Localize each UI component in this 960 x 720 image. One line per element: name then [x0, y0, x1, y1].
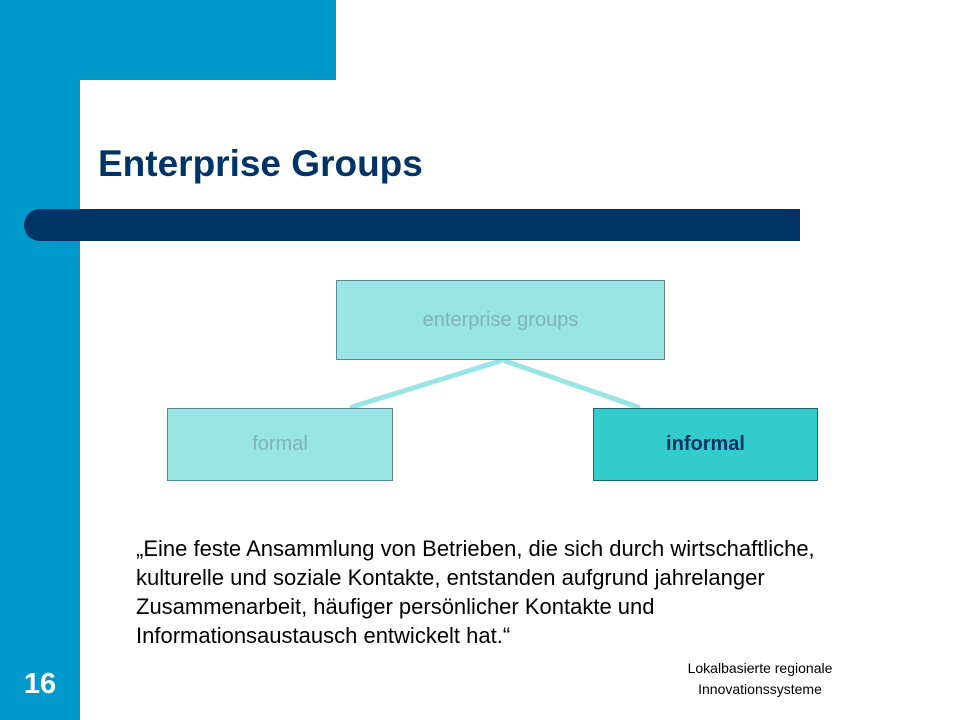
- definition-quote: „Eine feste Ansammlung von Betrieben, di…: [136, 536, 815, 648]
- top-accent-band: [80, 0, 336, 80]
- node-enterprise-groups: enterprise groups: [336, 280, 665, 360]
- footer-text: Lokalbasierte regionale Innovationssyste…: [640, 658, 880, 700]
- left-accent-band: [0, 0, 80, 720]
- node-formal: formal: [167, 408, 393, 481]
- connector-to-formal: [349, 358, 503, 410]
- corner-curve: [80, 80, 140, 140]
- node-enterprise-groups-label: enterprise groups: [422, 308, 579, 331]
- node-informal-label: informal: [666, 433, 745, 455]
- connector-to-informal: [502, 358, 641, 410]
- page-number: 16: [23, 668, 57, 700]
- slide-title: Enterprise Groups: [98, 143, 423, 184]
- footer-line-1: Lokalbasierte regionale: [687, 660, 833, 676]
- footer-line-2: Innovationssysteme: [698, 681, 822, 697]
- node-formal-label: formal: [252, 433, 308, 455]
- node-informal: informal: [593, 408, 818, 481]
- title-underline-bar: [24, 209, 800, 241]
